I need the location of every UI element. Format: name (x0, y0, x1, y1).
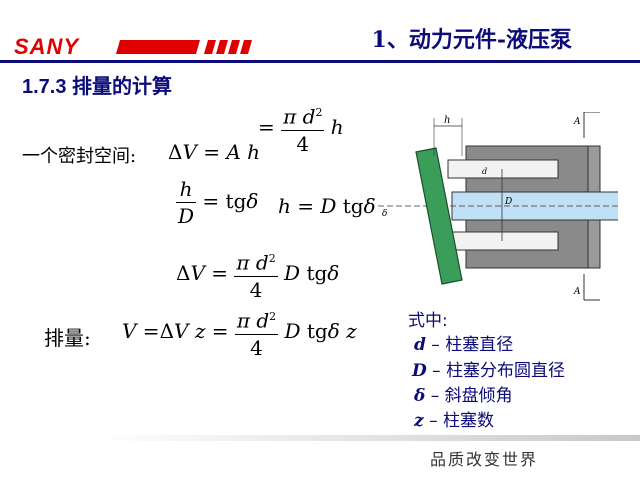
section-title: 1.7.3 排量的计算 (22, 76, 173, 98)
piston-lower (447, 231, 559, 251)
slide-title: 1、动力元件-液压泵 (371, 27, 572, 53)
swashplate (415, 147, 463, 285)
label-delta: δ (382, 209, 387, 219)
footer-slogan: 品质改变世界 (430, 450, 539, 469)
label-A-top: A (573, 117, 581, 127)
label-d: d (482, 167, 487, 176)
title-underline (0, 60, 640, 63)
logo-stripes (116, 40, 252, 54)
legend-item: δ – 斜盘倾角 (414, 386, 513, 406)
label-D: D (504, 197, 512, 207)
sany-logo: SANY (14, 34, 80, 59)
legend-heading: 式中: (408, 311, 448, 331)
footer-bar (94, 435, 640, 441)
label-h: h (444, 115, 450, 126)
axial-piston-pump-diagram: h D d δ A A (378, 112, 618, 301)
formula-h: h = D tgδ (278, 194, 376, 218)
displacement-label: 排量: (44, 326, 91, 350)
label-A-bottom: A (573, 287, 581, 297)
legend-item: z – 柱塞数 (414, 411, 494, 431)
legend-item: d – 柱塞直径 (414, 335, 514, 355)
formula-chamber-volume: ΔV = A h (168, 140, 261, 164)
legend-item: D – 柱塞分布圆直径 (412, 361, 566, 381)
piston-upper (447, 159, 559, 179)
chamber-label: 一个密封空间: (22, 146, 137, 167)
